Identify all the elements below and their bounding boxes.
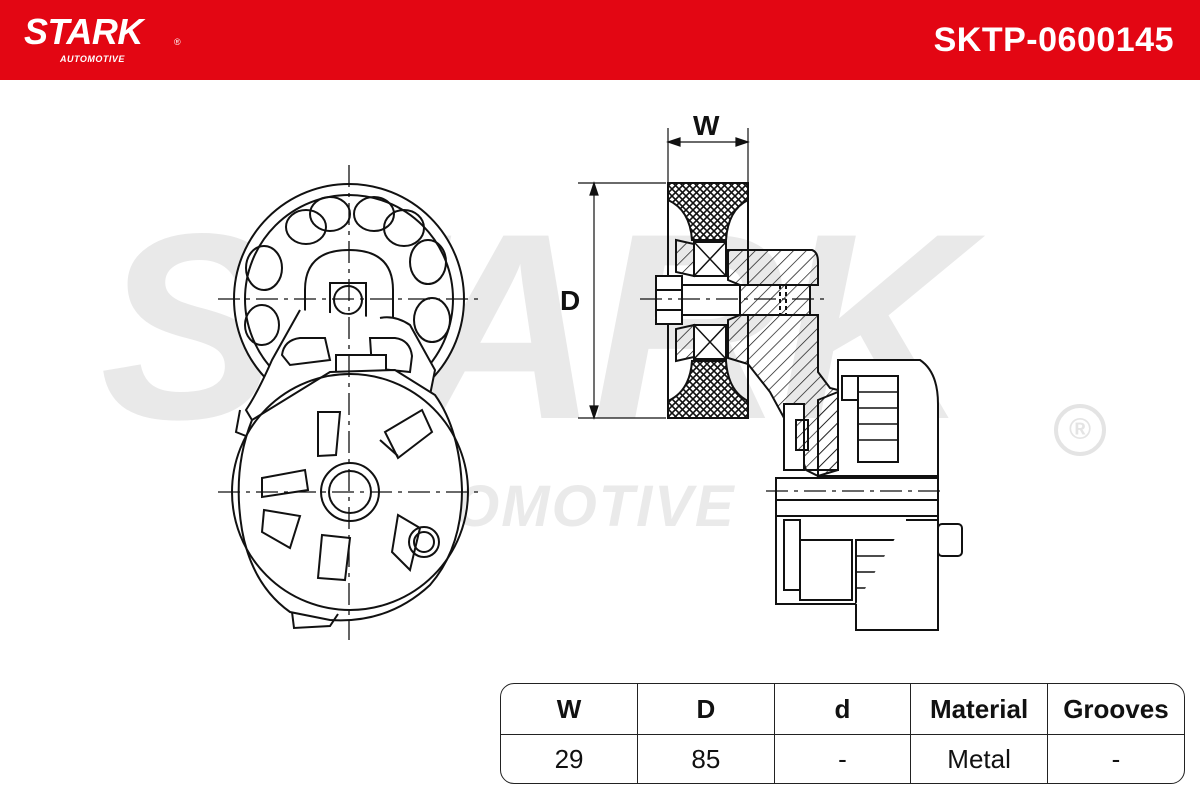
part-number: SKTP-0600145 [933,21,1174,59]
dimension-lines [578,128,750,420]
specs-header-w: W [501,684,639,735]
specs-header-grooves: Grooves [1047,684,1184,735]
specs-header-row: W D d Material Grooves [501,684,1184,735]
housing-section [775,359,963,631]
specs-value-d: 85 [637,734,775,783]
brand-registered-mark: ® [174,37,181,47]
specs-value-row: 29 85 - Metal - [501,734,1184,783]
pulley-rim-section [667,182,749,419]
dimension-diameter-label: D [560,285,581,316]
brand-subtitle: AUTOMOTIVE [60,54,125,64]
brand-name: STARK [24,11,143,52]
spring-housing [231,368,469,630]
front-view [218,165,480,640]
specs-value-w: 29 [501,734,639,783]
specs-value-material: Metal [910,734,1048,783]
specs-value-grooves: - [1111,743,1121,774]
dimension-width-label: W [693,110,720,141]
specs-header-d: D [637,684,775,735]
specs-header-material: Material [910,684,1048,735]
specs-header-inner-d: d [774,684,912,735]
arm-section [727,249,839,471]
side-section-view [640,182,963,631]
brand-logo: STARK ® AUTOMOTIVE [24,11,181,65]
header-bar: STARK ® AUTOMOTIVE SKTP-0600145 [0,0,1200,80]
front-centerlines [218,165,480,640]
specs-table: W D d Material Grooves 29 85 - Metal - [500,683,1185,784]
specs-value-inner-d: - [774,734,912,783]
